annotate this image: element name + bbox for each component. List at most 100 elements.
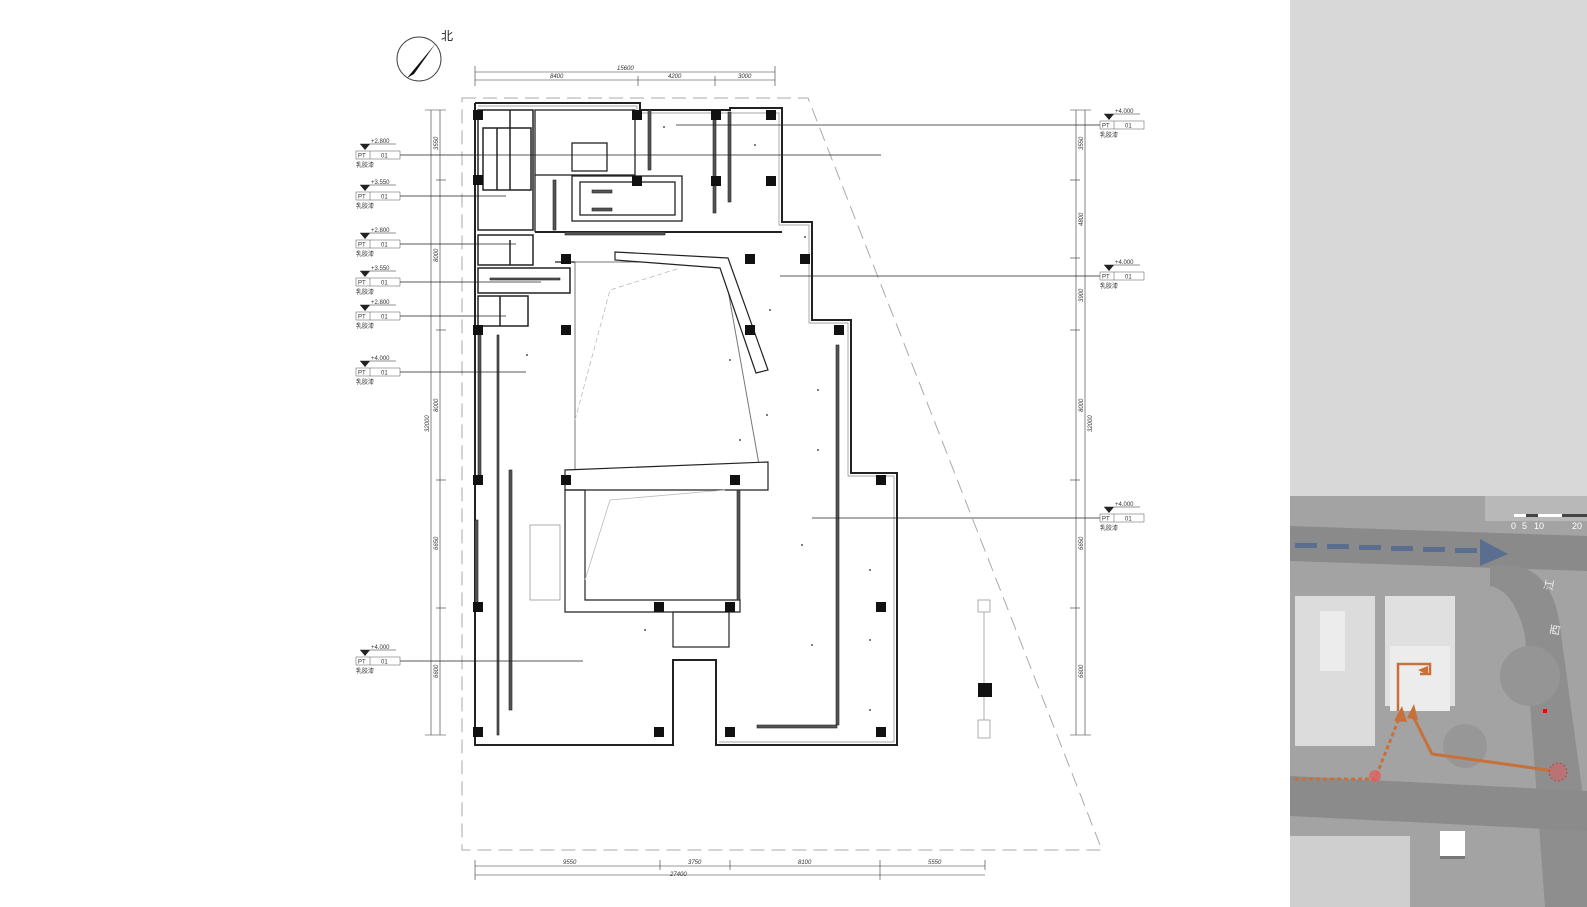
ceiling-tag-left-2: +3.550 PT 01 乳胶漆 [355,180,506,210]
scale-label-10: 10 [1534,521,1544,531]
dimension-left [425,109,446,736]
ceiling-tag-left-5: +2.800 PT 01 乳胶漆 [355,300,506,330]
building-bottom-square [1440,831,1465,856]
svg-text:+4.000: +4.000 [1115,260,1134,266]
street-glyph-1: 江 [1542,578,1557,591]
dim-left-seg-3: 8000 [434,398,440,412]
svg-text:PT: PT [1102,275,1110,281]
dim-left-seg-1: 3550 [434,136,440,150]
svg-text:乳胶漆: 乳胶漆 [356,322,374,330]
north-arrow-needle [407,43,436,78]
svg-text:+3.550: +3.550 [371,266,390,272]
building-bottom-square-shadow [1440,856,1465,859]
dimension-right [1070,109,1091,736]
dim-top-seg-1: 8400 [550,74,564,80]
svg-text:乳胶漆: 乳胶漆 [1100,131,1118,139]
scale-bar: 0 5 10 20 [1511,514,1587,531]
ceiling-tag-right-2: +4.000 PT 01 乳胶漆 [780,260,1145,290]
svg-text:01: 01 [381,243,388,249]
ceiling-plan-drawing: 北 [355,29,1145,880]
svg-text:PT: PT [358,243,366,249]
building-outline [474,102,898,746]
dim-left-total: 32000 [425,415,431,432]
site-boundary [461,97,1103,851]
street-glyph-2: 西 [1548,623,1563,636]
svg-text:PT: PT [358,281,366,287]
dim-right-seg-3: 3900 [1079,288,1085,302]
svg-text:01: 01 [381,154,388,160]
svg-text:乳胶漆: 乳胶漆 [356,288,374,296]
svg-text:乳胶漆: 乳胶漆 [356,250,374,258]
scale-label-0: 0 [1511,521,1516,531]
svg-text:PT: PT [358,195,366,201]
route-arrowhead-1 [1394,706,1407,722]
svg-text:+2.800: +2.800 [371,228,390,234]
route-arrowhead-3 [1418,666,1428,675]
dim-top-total: 15600 [617,66,634,72]
side-panel: 0 5 10 20 江 西 [1290,0,1587,907]
svg-text:PT: PT [358,154,366,160]
block-top-right [1485,496,1587,521]
svg-text:+2.800: +2.800 [371,300,390,306]
svg-text:01: 01 [381,195,388,201]
atrium [529,251,769,648]
svg-text:01: 01 [381,660,388,666]
building-bottom-left [1290,836,1410,907]
svg-text:PT: PT [1102,124,1110,130]
road-bottom [1290,776,1587,831]
svg-text:乳胶漆: 乳胶漆 [356,202,374,210]
svg-text:PT: PT [358,660,366,666]
dim-left-seg-2: 8000 [434,248,440,262]
svg-text:01: 01 [381,281,388,287]
ceiling-lights [526,126,871,711]
svg-text:乳胶漆: 乳胶漆 [1100,524,1118,532]
ceiling-tag-left-3: +2.800 PT 01 乳胶漆 [355,228,516,258]
ceiling-tag-left-1: +2.800 PT 01 乳胶漆 [355,139,881,169]
site-map: 0 5 10 20 江 西 [1290,496,1587,907]
north-label: 北 [441,29,453,43]
svg-text:+3.550: +3.550 [371,180,390,186]
svg-text:乳胶漆: 乳胶漆 [356,667,374,675]
svg-text:乳胶漆: 乳胶漆 [356,378,374,386]
svg-text:01: 01 [381,315,388,321]
ceiling-tag-right-3: +4.000 PT 01 乳胶漆 [812,502,1145,532]
exit-marker [1548,762,1568,782]
north-arrow-circle [396,36,442,82]
dimension-bottom [474,860,986,880]
building-block-site [1390,646,1450,711]
site-point-marker [1543,709,1547,713]
svg-text:PT: PT [358,315,366,321]
dim-top-seg-2: 4200 [668,74,682,80]
svg-text:+4.000: +4.000 [371,645,390,651]
svg-text:PT: PT [1102,517,1110,523]
scale-label-20: 20 [1572,521,1582,531]
dim-left-seg-4: 6650 [434,536,440,550]
ceiling-tag-right-1: +4.000 PT 01 乳胶漆 [676,109,1145,139]
dim-bottom-seg-4: 5550 [928,860,942,866]
dim-right-total: 32000 [1088,415,1094,432]
ceiling-tag-left-7: +4.000 PT 01 乳胶漆 [355,645,583,675]
dim-right-seg-6: 6600 [1079,664,1085,678]
dim-bottom-seg-1: 9550 [563,860,577,866]
svg-text:PT: PT [358,371,366,377]
svg-text:01: 01 [1125,517,1132,523]
route-arrowhead-2 [1407,704,1418,720]
svg-text:01: 01 [1125,275,1132,281]
upper-rooms [534,109,782,263]
ceiling-tag-left-4: +3.550 PT 01 乳胶漆 [355,266,541,296]
columns [473,110,992,737]
svg-text:+4.000: +4.000 [1115,109,1134,115]
traffic-direction-arrow [1295,539,1508,566]
dim-bottom-seg-2: 3750 [688,860,702,866]
outdoor-stair [977,599,991,739]
route-solid [1411,715,1556,773]
dimension-top [474,66,776,86]
tree-cluster-1 [1500,646,1560,706]
partitions [474,109,840,736]
svg-text:乳胶漆: 乳胶漆 [1100,282,1118,290]
scale-label-5: 5 [1522,521,1527,531]
dim-right-seg-4: 8000 [1079,398,1085,412]
dim-right-seg-1: 3550 [1079,136,1085,150]
dim-right-seg-2: 4800 [1079,212,1085,226]
svg-text:+2.800: +2.800 [371,139,390,145]
